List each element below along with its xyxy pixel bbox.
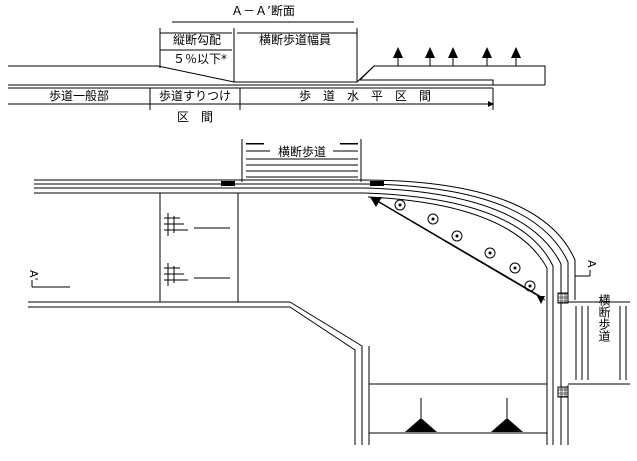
tree-icon — [482, 47, 492, 66]
corner-curb-inner — [367, 196, 548, 269]
section-mark-right-label: A — [585, 260, 598, 268]
road-bend-outer — [289, 301, 363, 445]
corner-curb-inner — [363, 192, 554, 267]
corner-curb — [363, 183, 569, 263]
crosswalk-width-label: 横断歩道幅員 — [259, 32, 331, 47]
crosswalk-top: 横断歩道 — [241, 139, 362, 182]
curb-profile — [358, 65, 494, 85]
tactile-block — [557, 386, 569, 398]
section-mark-left: A' — [27, 270, 70, 288]
grade-value: ５％以下* — [173, 52, 227, 66]
tree-icon — [393, 47, 403, 66]
tactile-block — [557, 292, 569, 304]
crosswalk-right-label: 横断歩道 — [597, 294, 611, 342]
crosswalk-top-label: 横断歩道 — [278, 144, 326, 159]
transition-label-2: 区 間 — [177, 110, 213, 124]
planting-marker — [370, 197, 382, 207]
planting-marker — [537, 296, 545, 304]
sign-icon — [491, 398, 523, 432]
general-sidewalk-label: 歩道一般部 — [49, 88, 109, 103]
transition-label: 歩道すりつけ — [159, 88, 231, 103]
road-bend-inner — [289, 306, 356, 445]
shrub-icon — [427, 213, 439, 225]
tree-icon — [448, 47, 458, 66]
tactile-block — [221, 181, 235, 186]
shrub-icon — [394, 199, 406, 211]
planting-area-edge — [369, 196, 546, 301]
grade-label: 縦断勾配 — [173, 32, 221, 47]
section-mark-right: A — [575, 260, 598, 277]
section-title: Ａ－Ａ’断面 — [231, 3, 295, 18]
shrub-icon — [509, 262, 521, 274]
plan-view: 横断歩道 — [27, 139, 630, 445]
drain-marker — [164, 263, 230, 286]
shrub-icon — [524, 280, 536, 292]
section-view: Ａ－Ａ’断面 縦断勾配 横断歩道幅員 ５％以下* 歩道一般部 歩道すりつけ 区 … — [8, 3, 546, 124]
corner-curb — [363, 187, 562, 265]
section-mark-left-label: A' — [27, 270, 40, 281]
drain-marker — [164, 213, 230, 236]
tactile-block — [370, 181, 384, 186]
level-section-label: 歩 道 水 平 区 間 — [299, 88, 431, 103]
planting-area-edge — [375, 199, 541, 297]
crosswalk-right: 横断歩道 — [568, 294, 630, 385]
shrub-icon — [451, 230, 463, 242]
shrub-icon — [484, 247, 496, 259]
tree-icon — [511, 47, 521, 66]
sidewalk-profile — [8, 65, 546, 85]
corner-curb-outer — [360, 179, 576, 261]
sign-icon — [405, 398, 437, 432]
tree-icon — [425, 47, 435, 66]
